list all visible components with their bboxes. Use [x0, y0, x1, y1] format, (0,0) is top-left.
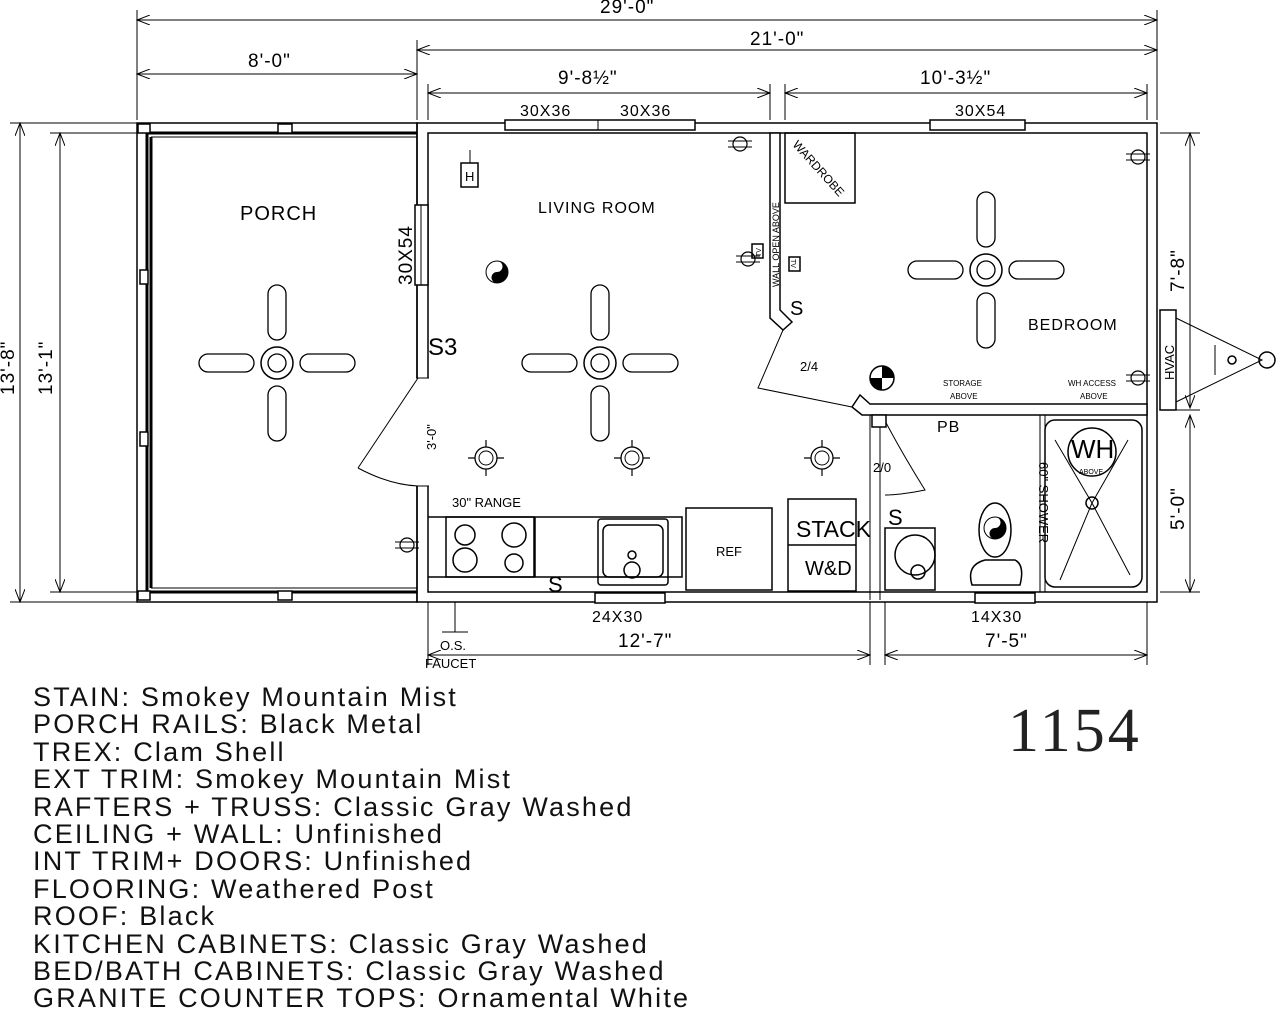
wall-open-above-label: WALL OPEN ABOVE — [771, 202, 781, 287]
room-label-pb: PB — [937, 419, 960, 436]
model-number: 1154 — [1008, 697, 1142, 765]
recessed-light-icon — [613, 439, 651, 477]
window-label-living-1: 30X36 — [520, 103, 571, 120]
note-granite: GRANITE COUNTER TOPS: Ornamental White — [33, 983, 691, 1014]
refrigerator-label: REF — [716, 544, 742, 559]
dim-overall-depth: 13'-8" — [0, 341, 19, 395]
door-label-bedroom: 2/4 — [800, 359, 818, 374]
floor-plan: 29'-0" 21'-0" 8'-0" 9'-8½" 10'-3½" 13'-8… — [0, 0, 1276, 671]
tv-label: TV — [756, 248, 763, 257]
note-kitchen-cabinets: KITCHEN CABINETS: Classic Gray Washed — [33, 928, 650, 959]
switch-icon: S — [548, 572, 563, 597]
outside-faucet-label: O.S. — [440, 638, 466, 653]
note-int-trim: INT TRIM+ DOORS: Unfinished — [33, 846, 474, 877]
room-label-bedroom: BEDROOM — [1028, 317, 1118, 334]
heater-icon: H — [460, 150, 479, 188]
dim-house-width: 21'-0" — [750, 29, 804, 50]
window-label-living-2: 30X36 — [620, 103, 671, 120]
switch-icon: S — [888, 505, 903, 530]
porch-ceiling-fan-icon — [198, 284, 356, 442]
water-heater-label: WH — [1071, 434, 1114, 464]
svg-text:H: H — [465, 169, 474, 184]
water-heater-above-label: ABOVE — [1079, 469, 1103, 476]
switch-icon: S — [790, 298, 803, 320]
exhaust-fan-icon — [869, 365, 895, 391]
stack-label: STACK — [796, 516, 872, 542]
hvac-unit — [1159, 309, 1276, 411]
shower-label: 60" SHOWER — [1036, 462, 1051, 543]
living-ceiling-fan-icon — [521, 284, 679, 442]
note-rafters: RAFTERS + TRUSS: Classic Gray Washed — [33, 791, 634, 822]
outside-faucet-label-2: FAUCET — [425, 656, 476, 671]
tv-label: TV — [789, 259, 796, 268]
room-label-porch: PORCH — [240, 203, 317, 225]
dim-porch-width: 8'-0" — [248, 51, 291, 72]
window-label-bath: 14X30 — [971, 609, 1022, 626]
dim-bedroom-width: 10'-3½" — [920, 68, 991, 89]
house-walls — [357, 119, 1158, 604]
switch-icon: S3 — [428, 334, 457, 361]
outlet-icon — [394, 537, 420, 553]
recessed-light-icon — [467, 439, 505, 477]
smoke-detector-icon — [485, 260, 509, 284]
note-trex: TREX: Clam Shell — [33, 736, 286, 767]
range-label: 30" RANGE — [452, 495, 521, 510]
window-label-kitchen: 24X30 — [592, 609, 643, 626]
dim-bedroom-depth: 7'-8" — [1168, 249, 1189, 292]
note-porch-rails: PORCH RAILS: Black Metal — [33, 709, 424, 740]
dim-interior-depth: 13'-1" — [36, 341, 57, 395]
kitchen-counter — [428, 419, 1143, 592]
note-flooring: FLOORING: Weathered Post — [33, 873, 435, 904]
hvac-label: HVAC — [1162, 345, 1177, 380]
window-label-porch-side: 30X54 — [396, 225, 417, 285]
dim-living-width: 9'-8½" — [558, 68, 618, 89]
note-bed-bath-cabinets: BED/BATH CABINETS: Classic Gray Washed — [33, 956, 666, 987]
dim-porch-door: 3'-0" — [424, 424, 439, 450]
dim-kitchen-length: 12'-7" — [618, 631, 672, 652]
room-label-living-room: LIVING ROOM — [538, 200, 656, 217]
wardrobe: WARDROBE — [784, 132, 856, 204]
wh-access-label: WH ACCESS — [1068, 379, 1116, 388]
svg-text:WARDROBE: WARDROBE — [790, 138, 847, 200]
note-ext-trim: EXT TRIM: Smokey Mountain Mist — [33, 764, 513, 795]
storage-above-label-2: ABOVE — [950, 392, 978, 401]
door-label-bath: 2/0 — [873, 460, 891, 475]
note-stain: STAIN: Smokey Mountain Mist — [33, 682, 459, 712]
finish-notes: STAIN: Smokey Mountain Mist PORCH RAILS:… — [33, 682, 691, 1014]
dim-bath-depth: 5'-0" — [1168, 487, 1189, 530]
recessed-light-icon — [803, 439, 841, 477]
window-label-bedroom: 30X54 — [955, 103, 1006, 120]
outlet-icon — [727, 136, 753, 152]
washer-dryer-label: W&D — [805, 558, 852, 580]
dimension-lines — [10, 10, 1200, 665]
note-roof: ROOF: Black — [33, 901, 217, 932]
storage-above-label: STORAGE — [943, 379, 982, 388]
wh-access-label-2: ABOVE — [1080, 392, 1108, 401]
dim-bath-length: 7'-5" — [985, 631, 1028, 652]
dim-overall-width: 29'-0" — [600, 0, 654, 18]
note-ceiling: CEILING + WALL: Unfinished — [33, 819, 445, 850]
porch — [136, 122, 420, 603]
